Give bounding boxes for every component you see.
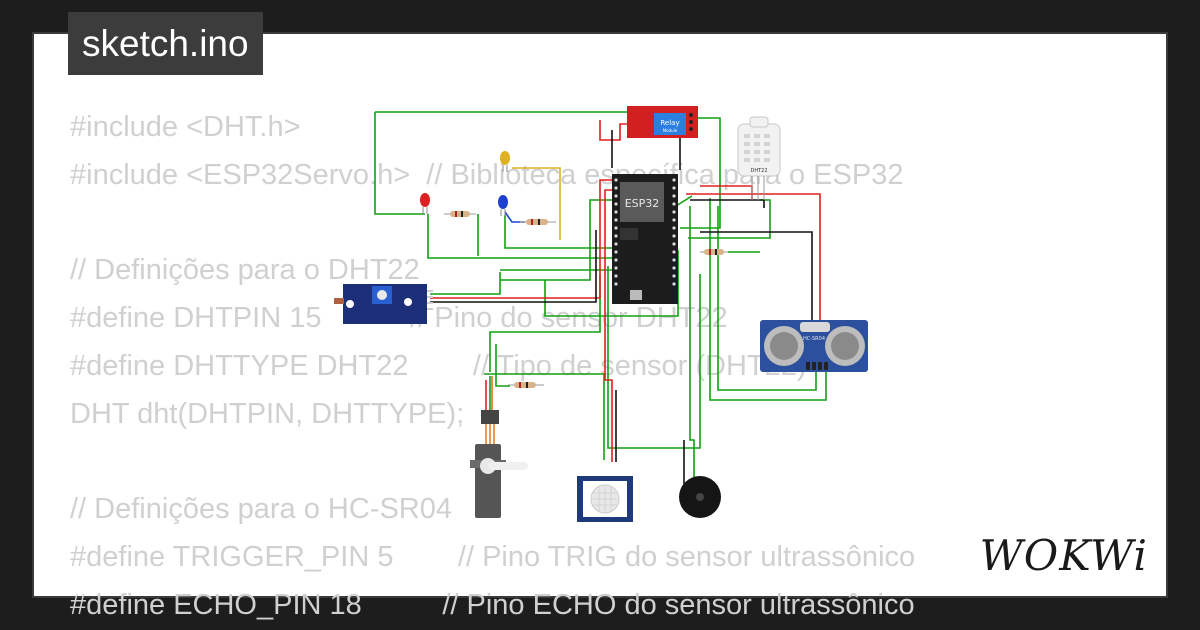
wire <box>504 211 525 223</box>
code-line: // Definições para o HC-SR04 <box>70 493 452 526</box>
relay-module[interactable]: Relay Module <box>627 106 698 138</box>
wire <box>686 193 821 368</box>
ultrasonic-sensor[interactable]: HC-SR04 <box>760 320 868 372</box>
resistor[interactable] <box>520 219 556 225</box>
resistor[interactable] <box>700 249 728 255</box>
wire <box>495 344 510 387</box>
code-line: DHT dht(DHTPIN, DHTTYPE); <box>70 397 465 430</box>
wire <box>512 167 561 240</box>
wire <box>430 179 612 299</box>
wire <box>374 112 425 215</box>
servo-motor[interactable] <box>470 410 528 518</box>
wire <box>607 266 701 449</box>
wire <box>689 206 695 480</box>
relay-label: Relay <box>660 119 679 127</box>
light-sensor-module[interactable] <box>334 284 433 324</box>
wire <box>700 185 753 200</box>
code-line: // Definições para o DHT22 <box>70 254 420 287</box>
wire <box>430 272 501 295</box>
led-yellow[interactable] <box>500 151 510 172</box>
dht-label: DHT22 <box>750 168 767 174</box>
led-red[interactable] <box>420 193 430 214</box>
esp32-board[interactable]: ESP32 <box>612 174 678 304</box>
wire <box>427 214 612 259</box>
wire <box>690 199 765 208</box>
wire <box>717 206 817 391</box>
wire <box>430 230 597 303</box>
ultrasonic-label: HC-SR04 <box>803 336 825 342</box>
wire <box>688 199 771 239</box>
wire <box>489 274 601 372</box>
wire <box>504 215 612 249</box>
wokwi-logo: WOKWi <box>979 531 1148 580</box>
wire <box>500 199 612 281</box>
code-line: #define ECHO_PIN 18 // Pino ECHO do sens… <box>70 588 915 621</box>
wire <box>604 189 613 462</box>
wire <box>709 198 827 401</box>
wire <box>599 120 628 141</box>
pir-motion-sensor[interactable] <box>577 476 633 522</box>
buzzer[interactable] <box>679 476 721 518</box>
relay-sublabel: Module <box>663 128 678 133</box>
dht22-sensor[interactable]: DHT22 <box>737 116 781 200</box>
resistor[interactable] <box>444 211 476 217</box>
code-line: #define DHTPIN 15 // Pino do sensor DHT2… <box>70 302 728 335</box>
led-blue[interactable] <box>498 195 508 216</box>
wire <box>484 373 605 460</box>
resistor[interactable] <box>508 382 544 388</box>
file-tab[interactable]: sketch.ino <box>68 12 263 75</box>
esp32-label: ESP32 <box>625 197 660 210</box>
code-line: #include <DHT.h> <box>70 111 301 143</box>
code-line: #define TRIGGER_PIN 5 // Pino TRIG do se… <box>70 541 916 574</box>
